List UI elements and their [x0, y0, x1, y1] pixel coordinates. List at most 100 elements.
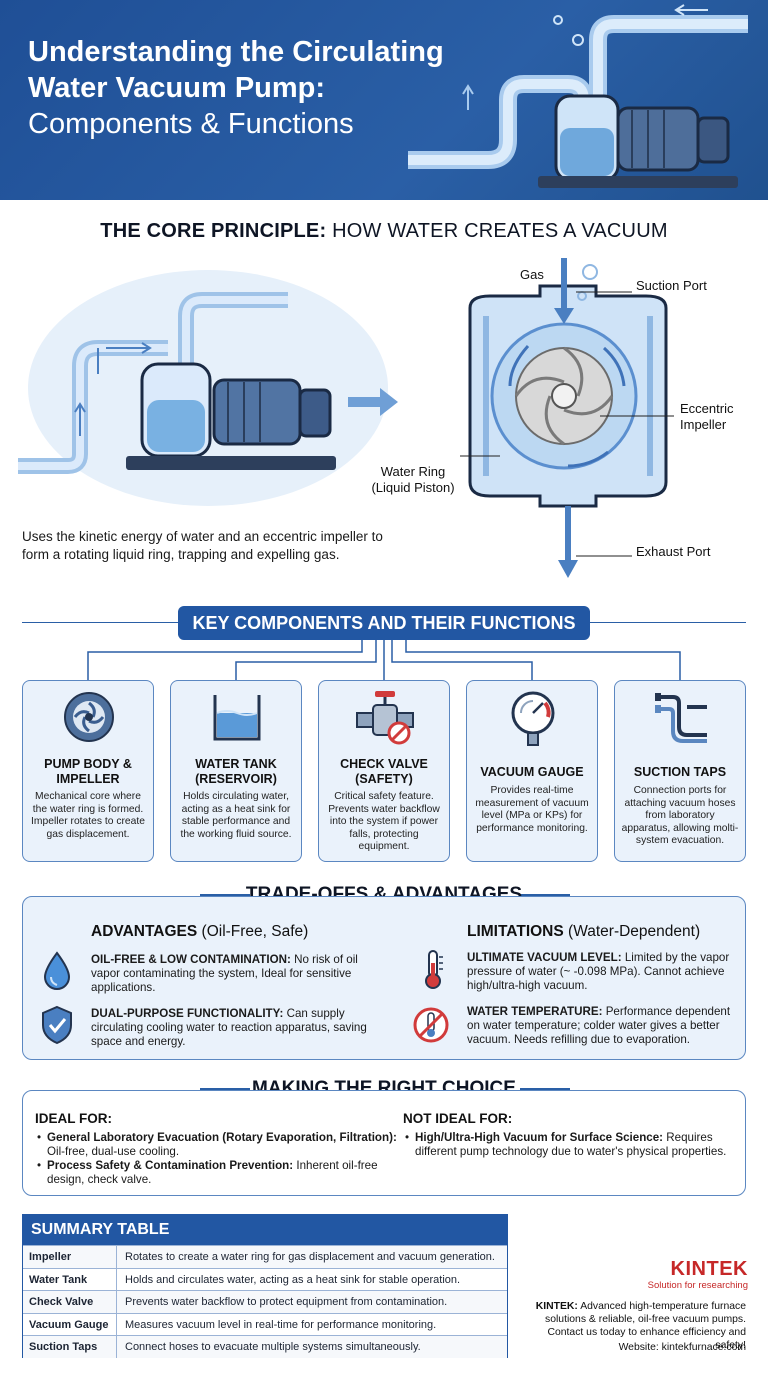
not-ideal-item-high-vacuum: High/Ultra-High Vacuum for Surface Scien…: [405, 1131, 735, 1159]
component-title: SUCTION TAPS: [633, 765, 727, 779]
thermometer-icon: [425, 950, 443, 989]
page-title: Understanding the Circulating Water Vacu…: [28, 34, 458, 142]
table-row: Impeller Rotates to create a water ring f…: [23, 1245, 507, 1268]
header-banner: Understanding the Circulating Water Vacu…: [0, 0, 768, 200]
item-title: High/Ultra-High Vacuum for Surface Scien…: [415, 1131, 664, 1144]
table-cell-component: Water Tank: [23, 1268, 117, 1290]
label-eccentric-impeller: Eccentric Impeller: [680, 401, 734, 432]
brand-name: KINTEK: [670, 1258, 748, 1280]
limitations-heading-bold: LIMITATIONS: [467, 923, 564, 940]
core-principle-title-bold: THE CORE PRINCIPLE:: [100, 220, 327, 242]
table-cell-function: Prevents water backflow to protect equip…: [125, 1296, 448, 1308]
summary-table: SUMMARY TABLE Impeller Rotates to create …: [22, 1214, 508, 1358]
component-connectors: [87, 640, 681, 680]
item-title: OIL-FREE & LOW CONTAMINATION:: [91, 953, 291, 966]
component-description: Connection ports for attaching vacuum ho…: [621, 785, 739, 847]
ideal-item-process-safety: Process Safety & Contamination Preventio…: [37, 1159, 403, 1187]
limitations-heading-rest: (Water-Dependent): [568, 923, 701, 940]
water-drop-icon: [43, 951, 71, 990]
table-cell-component: Vacuum Gauge: [23, 1313, 117, 1335]
vacuum-gauge-icon: [511, 691, 555, 746]
table-cell-component: Check Valve: [23, 1291, 117, 1313]
item-text: No risk of oil vapor contaminating the s…: [91, 953, 358, 995]
water-ring-diagram: [460, 258, 674, 578]
check-valve-icon: [356, 691, 414, 745]
impeller-icon: [64, 692, 114, 742]
brand-tagline: Solution for researching: [647, 1280, 748, 1291]
no-thermometer-icon: [413, 1007, 449, 1043]
table-cell-function: Measures vacuum level in real-time for p…: [125, 1318, 437, 1331]
table-cell-component: Impeller: [23, 1246, 117, 1268]
item-text: Can supply circulating cooling water to …: [91, 1007, 367, 1049]
table-row: Check Valve Prevents water backflow to pr…: [23, 1290, 507, 1313]
table-cell-function: Holds and circulates water, acting as a …: [125, 1273, 461, 1286]
component-title: PUMP BODY & IMPELLER: [44, 757, 132, 786]
summary-table-body: Impeller Rotates to create a water ring f…: [23, 1245, 507, 1358]
table-cell-function: Connect hoses to evacuate multiple syste…: [125, 1341, 421, 1353]
component-card-vacuum-gauge: VACUUM GAUGE Provides real-time measurem…: [466, 680, 598, 862]
advantage-item-oil-free: OIL-FREE & LOW CONTAMINATION: No risk of…: [91, 953, 381, 996]
brand-website: Website: kintekfurnace.com: [618, 1342, 746, 1353]
not-ideal-for-heading: NOT IDEAL FOR:: [403, 1111, 513, 1126]
component-card-check-valve: CHECK VALVE (SAFETY) Critical safety fea…: [318, 680, 450, 862]
item-text: Requires different pump technology due t…: [415, 1131, 727, 1158]
component-card-water-tank: WATER TANK (RESERVOIR) Holds circulating…: [170, 680, 302, 862]
core-principle-title: THE CORE PRINCIPLE: HOW WATER CREATES A …: [0, 220, 768, 243]
brand-info: KINTEK: Advanced high-temperature furnac…: [518, 1300, 746, 1352]
arrow-line-left: [200, 894, 250, 896]
label-water-ring: Water Ring (Liquid Piston): [371, 464, 455, 495]
limitation-item-ultimate-vacuum: ULTIMATE VACUUM LEVEL: Limited by the va…: [467, 951, 737, 994]
limitation-item-water-temperature: WATER TEMPERATURE: Performance dependent…: [467, 1005, 739, 1048]
advantages-heading-bold: ADVANTAGES: [91, 923, 198, 940]
tradeoffs-panel: ADVANTAGES (Oil-Free, Safe) OIL-FREE & L…: [22, 896, 746, 1060]
brand-info-text: Advanced high-temperature furnace soluti…: [545, 1301, 746, 1351]
item-text: Oil-free, dual-use cooling.: [47, 1145, 180, 1158]
component-card-suction-taps: SUCTION TAPS Connection ports for attach…: [614, 680, 746, 862]
item-title: ULTIMATE VACUUM LEVEL:: [467, 951, 622, 964]
item-title: Process Safety & Contamination Preventio…: [47, 1159, 294, 1172]
table-cell-component: Suction Taps: [23, 1336, 117, 1358]
arrow-line-left: [200, 1088, 250, 1090]
ideal-for-heading: IDEAL FOR:: [35, 1111, 112, 1126]
brand-info-label: KINTEK:: [535, 1301, 578, 1312]
component-title: WATER TANK (RESERVOIR): [195, 757, 277, 786]
title-light: Components & Functions: [28, 108, 354, 140]
suction-taps-icon: [655, 693, 707, 743]
kintek-logo: KINTEK Solution for researching: [620, 1258, 748, 1292]
advantages-heading: ADVANTAGES (Oil-Free, Safe): [91, 923, 308, 941]
component-card-pump-body: PUMP BODY & IMPELLER Mechanical core whe…: [22, 680, 154, 862]
core-principle-title-rest: HOW WATER CREATES A VACUUM: [332, 220, 668, 242]
shield-check-icon: [42, 1005, 72, 1045]
item-text: Performance dependent on water temperatu…: [467, 1005, 731, 1047]
ideal-item-lab-evacuation: General Laboratory Evacuation (Rotary Ev…: [37, 1131, 403, 1159]
component-title: CHECK VALVE (SAFETY): [340, 757, 428, 786]
component-description: Mechanical core where the water ring is …: [31, 791, 145, 840]
item-title: General Laboratory Evacuation (Rotary Ev…: [47, 1131, 397, 1144]
item-title: WATER TEMPERATURE:: [467, 1005, 603, 1018]
label-suction-port: Suction Port: [636, 278, 707, 293]
label-exhaust-port: Exhaust Port: [636, 544, 711, 559]
table-row: Suction Taps Connect hoses to evacuate mu…: [23, 1335, 507, 1358]
pump-system-illustration: [18, 270, 398, 506]
arrow-line-right: [520, 1088, 570, 1090]
table-row: Water Tank Holds and circulates water, ac…: [23, 1267, 507, 1290]
table-row: Vacuum Gauge Measures vacuum level in rea…: [23, 1312, 507, 1335]
item-title: DUAL-PURPOSE FUNCTIONALITY:: [91, 1007, 284, 1020]
component-title: VACUUM GAUGE: [480, 765, 584, 779]
component-description: Holds circulating water, acting as a hea…: [180, 791, 292, 840]
advantage-item-dual-purpose: DUAL-PURPOSE FUNCTIONALITY: Can supply c…: [91, 1007, 381, 1050]
title-bold: Understanding the Circulating Water Vacu…: [28, 36, 444, 104]
water-tank-icon: [213, 695, 261, 741]
component-description: Critical safety feature. Prevents water …: [328, 791, 440, 853]
key-components-title: KEY COMPONENTS AND THEIR FUNCTIONS: [178, 606, 590, 640]
advantages-heading-rest: (Oil-Free, Safe): [201, 923, 309, 940]
label-gas: Gas: [520, 267, 544, 282]
item-text: Limited by the vapor pressure of water (…: [467, 951, 730, 993]
summary-table-title: SUMMARY TABLE: [23, 1215, 507, 1245]
choice-panel: IDEAL FOR: General Laboratory Evacuation…: [22, 1090, 746, 1196]
limitations-heading: LIMITATIONS (Water-Dependent): [467, 923, 700, 941]
table-cell-function: Rotates to create a water ring for gas d…: [125, 1251, 495, 1263]
component-description: Provides real-time measurement of vacuum…: [475, 785, 589, 834]
core-principle-description: Uses the kinetic energy of water and an …: [22, 529, 383, 562]
arrow-line-right: [520, 894, 570, 896]
